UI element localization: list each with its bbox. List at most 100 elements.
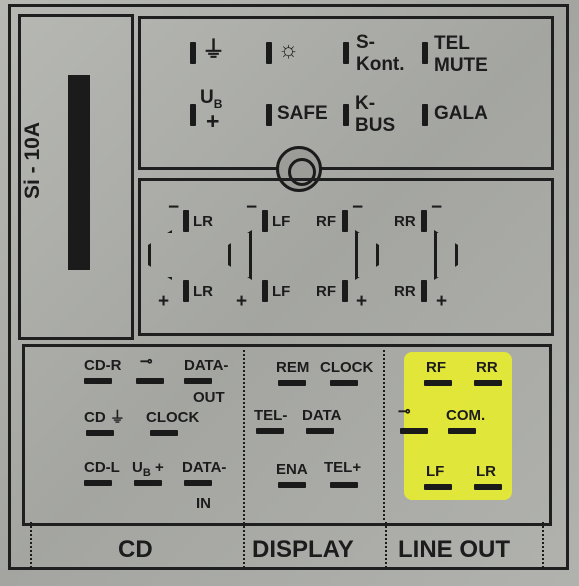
pin-cd-ground	[86, 430, 114, 436]
rr-plus: +	[436, 291, 448, 312]
fuse-box	[18, 14, 134, 340]
cd-r-label: CD-R	[84, 357, 122, 374]
pin-tel-plus	[330, 482, 358, 488]
speaker-connector-panel	[138, 178, 554, 336]
section-divider-display	[243, 522, 245, 568]
ub-sub: B	[213, 96, 223, 111]
fuse-label: Si - 10A	[21, 121, 45, 200]
safe-label: SAFE	[277, 103, 328, 124]
section-label-line-out: LINE OUT	[398, 536, 510, 563]
rr-minus: −	[431, 197, 443, 218]
tel-minus-label: TEL-	[254, 407, 288, 424]
lineout-switch-icon: ⊸	[398, 403, 411, 420]
lf-label-top: LF	[272, 213, 291, 230]
data-in-label-1: DATA-	[182, 459, 227, 476]
pin-tel-minus	[256, 428, 284, 434]
pin-lr-plus	[183, 280, 189, 302]
data-in-label-2: IN	[196, 495, 211, 512]
pin-lf-minus	[262, 210, 268, 232]
cd-ground-label: CD ⏚	[84, 409, 125, 426]
pin-cd-r	[84, 378, 112, 384]
pin-display-clock	[330, 380, 358, 386]
rf-label-bottom: RF	[316, 283, 336, 300]
cd-ub-sub: B	[142, 467, 151, 479]
outer-frame	[8, 4, 569, 570]
tel-plus-label: TEL+	[324, 459, 362, 476]
pin-cd-ub	[134, 480, 162, 486]
pin-gala	[422, 104, 428, 126]
s-kont-label-2: Kont.	[356, 54, 405, 75]
bottom-divider-2	[383, 350, 385, 520]
pin-s-kont	[343, 42, 349, 64]
kbus-label-2: BUS	[355, 115, 396, 136]
lineout-lf-label: LF	[426, 463, 445, 480]
pin-rf-plus	[342, 280, 348, 302]
pin-ub	[190, 104, 196, 126]
data-label: DATA	[302, 407, 342, 424]
ena-label: ENA	[276, 461, 308, 478]
section-label-display: DISPLAY	[252, 536, 354, 563]
pin-lineout-rf	[424, 380, 452, 386]
kbus-label-1: K-	[355, 93, 376, 114]
pin-cd-l	[84, 480, 112, 486]
top-connector-panel	[138, 16, 554, 170]
pin-rem	[278, 380, 306, 386]
data-out-label-1: DATA-	[184, 357, 229, 374]
lr-minus: −	[168, 197, 180, 218]
rf-label-top: RF	[316, 213, 336, 230]
pin-rr-minus	[421, 210, 427, 232]
com-label: COM.	[446, 407, 486, 424]
pin-rr-plus	[421, 280, 427, 302]
pin-lf-plus	[262, 280, 268, 302]
pin-lineout-rr	[474, 380, 502, 386]
lineout-rf-label: RF	[426, 359, 446, 376]
line-out-highlight	[404, 352, 512, 500]
pin-lr-minus	[183, 210, 189, 232]
pin-lineout-lr	[474, 484, 502, 490]
pin-lineout-switch	[400, 428, 428, 434]
lr-plus: +	[158, 291, 170, 312]
ub-plus: +	[206, 108, 220, 134]
section-divider-lineout	[385, 522, 387, 568]
cd-clock-label: CLOCK	[146, 409, 200, 426]
pin-safe	[266, 104, 272, 126]
rf-plus: +	[356, 291, 368, 312]
switch-icon: ⊸	[140, 353, 153, 370]
pin-light	[266, 42, 272, 64]
data-out-label-2: OUT	[193, 389, 225, 406]
pin-kbus	[343, 104, 349, 126]
tel-mute-label-1: TEL	[434, 33, 470, 54]
ub-label: UB	[200, 87, 223, 111]
cd-ub-label: UB +	[132, 459, 164, 479]
lineout-rr-label: RR	[476, 359, 498, 376]
mounting-screw	[276, 146, 322, 192]
rr-label-top: RR	[394, 213, 416, 230]
pin-ena	[278, 482, 306, 488]
gala-label: GALA	[434, 103, 488, 124]
lf-plus: +	[236, 291, 248, 312]
pin-data	[306, 428, 334, 434]
s-kont-label-1: S-	[356, 32, 375, 53]
lf-minus: −	[246, 197, 258, 218]
tel-mute-label-2: MUTE	[434, 55, 488, 76]
rem-label: REM	[276, 359, 310, 376]
fuse-slot	[68, 75, 90, 270]
pin-data-in	[184, 480, 212, 486]
cd-l-label: CD-L	[84, 459, 120, 476]
pin-data-out	[184, 378, 212, 384]
pin-lineout-lf	[424, 484, 452, 490]
section-divider-end	[542, 522, 544, 568]
lr-label-bottom: LR	[193, 283, 213, 300]
section-divider-cd	[30, 522, 32, 568]
bottom-connector-panel	[22, 344, 552, 526]
display-clock-label: CLOCK	[320, 359, 374, 376]
pin-rf-minus	[342, 210, 348, 232]
pin-cd-clock	[150, 430, 178, 436]
light-icon: ☼	[278, 36, 300, 62]
bottom-divider-1	[243, 350, 245, 520]
pin-switch	[136, 378, 164, 384]
lr-label-top: LR	[193, 213, 213, 230]
lf-label-bottom: LF	[272, 283, 291, 300]
ground-icon: ⏚	[202, 36, 225, 62]
